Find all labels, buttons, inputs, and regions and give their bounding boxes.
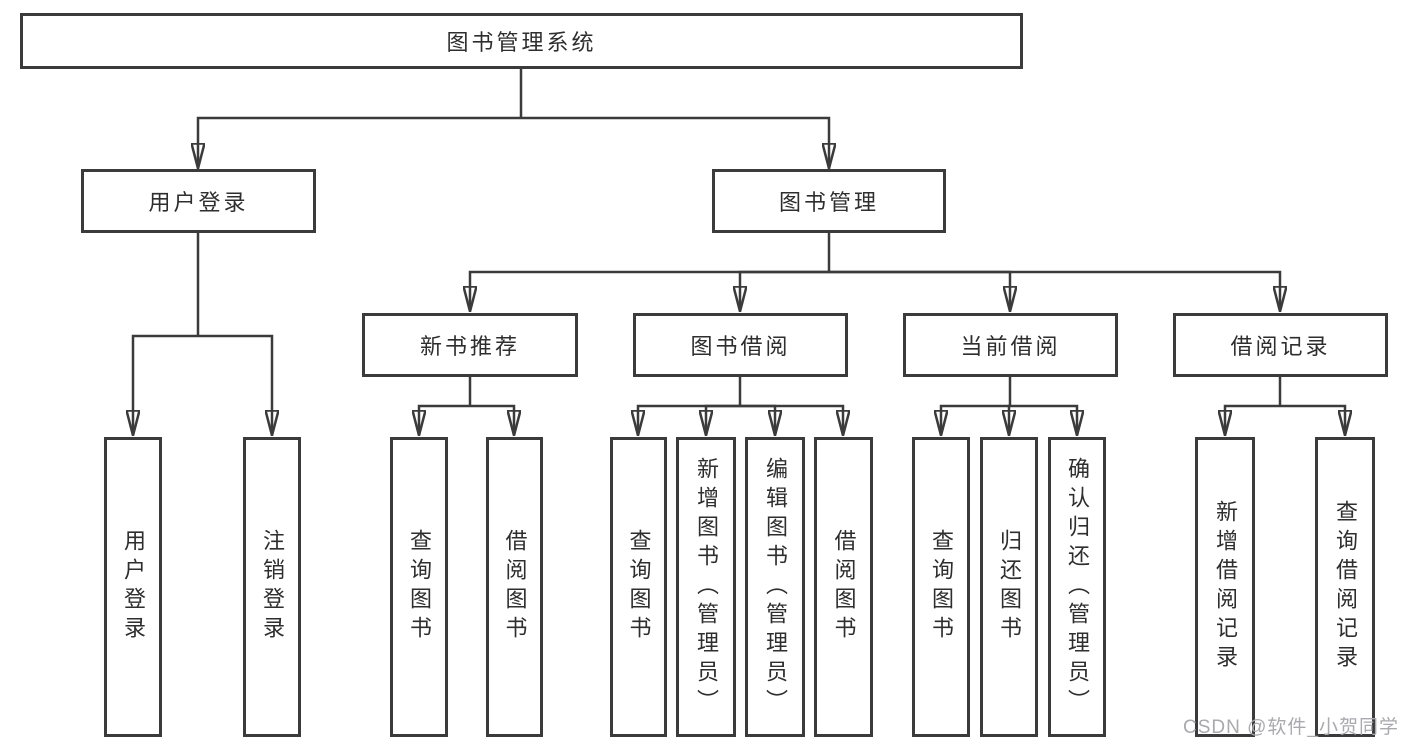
- leaf-query-book-recommend: 查询图书: [390, 437, 448, 737]
- leaf-add-borrow-record-label: 新增借阅记录: [1213, 500, 1238, 674]
- leaf-add-book-admin: 新增图书（管理员）: [676, 437, 736, 737]
- node-library-system-label: 图书管理系统: [446, 30, 597, 55]
- connector-borrow-leaf3: [740, 404, 775, 434]
- connector-root-to-user-login: [198, 116, 521, 167]
- leaf-borrow-book-borrow-label: 借阅图书: [831, 529, 857, 645]
- leaf-add-book-admin-label: 新增图书（管理员）: [694, 456, 719, 718]
- leaf-query-book-recommend-label: 查询图书: [407, 529, 432, 645]
- node-current-borrow-label: 当前借阅: [960, 334, 1061, 359]
- node-borrow-record-label: 借阅记录: [1230, 334, 1331, 359]
- node-book-management-label: 图书管理: [778, 190, 879, 215]
- node-user-login: 用户登录: [81, 169, 316, 233]
- node-book-borrow-label: 图书借阅: [690, 334, 791, 359]
- node-book-management: 图书管理: [712, 169, 946, 233]
- leaf-add-borrow-record: 新增借阅记录: [1195, 437, 1255, 737]
- leaf-logout: 注销登录: [243, 437, 301, 737]
- leaf-query-book-borrow-label: 查询图书: [626, 529, 652, 645]
- connector-borrow-leaf2: [706, 404, 740, 434]
- leaf-logout-label: 注销登录: [260, 529, 285, 645]
- connector-current-leaf3: [1010, 404, 1077, 434]
- leaf-return-book-label: 归还图书: [997, 529, 1022, 645]
- connector-recommend-leaf2: [470, 404, 514, 434]
- connector-record-leaf2: [1280, 404, 1345, 434]
- leaf-query-book-current: 查询图书: [912, 437, 970, 737]
- node-user-login-label: 用户登录: [148, 190, 249, 215]
- leaf-query-book-borrow: 查询图书: [610, 437, 667, 737]
- leaf-confirm-return-admin-label: 确认归还（管理员）: [1065, 456, 1090, 718]
- connector-recommend-leaf1: [419, 404, 470, 434]
- leaf-confirm-return-admin: 确认归还（管理员）: [1048, 437, 1106, 737]
- connector-to-book-borrow: [740, 270, 829, 310]
- node-new-book-recommend-label: 新书推荐: [419, 334, 520, 359]
- node-new-book-recommend: 新书推荐: [362, 313, 578, 377]
- node-book-borrow: 图书借阅: [633, 313, 848, 377]
- node-current-borrow: 当前借阅: [903, 313, 1118, 377]
- connector-user-login-to-leaf2: [198, 334, 272, 434]
- leaf-return-book: 归还图书: [980, 437, 1038, 737]
- leaf-user-login: 用户登录: [104, 437, 162, 737]
- connector-borrow-leaf4: [740, 404, 843, 434]
- connector-current-leaf2: [1009, 404, 1010, 434]
- leaf-borrow-book-recommend: 借阅图书: [486, 437, 543, 737]
- connector-to-current-borrow: [829, 270, 1010, 310]
- connector-current-leaf1: [941, 404, 1010, 434]
- leaf-query-borrow-record-label: 查询借阅记录: [1333, 500, 1358, 674]
- connector-user-login-to-leaf1: [133, 334, 198, 434]
- leaf-edit-book-admin-label: 编辑图书（管理员）: [763, 456, 788, 718]
- node-library-system: 图书管理系统: [20, 13, 1023, 69]
- node-borrow-record: 借阅记录: [1173, 313, 1388, 377]
- connector-to-new-book-recommend: [470, 270, 829, 310]
- connector-record-leaf1: [1225, 404, 1280, 434]
- leaf-edit-book-admin: 编辑图书（管理员）: [745, 437, 805, 737]
- connector-to-borrow-record: [829, 270, 1280, 310]
- leaf-borrow-book-borrow: 借阅图书: [814, 437, 873, 737]
- connector-root-to-book-management: [521, 116, 829, 167]
- leaf-query-book-current-label: 查询图书: [929, 529, 954, 645]
- connector-borrow-leaf1: [638, 404, 740, 434]
- leaf-user-login-label: 用户登录: [121, 529, 146, 645]
- watermark-text: CSDN @软件_小贺同学: [1183, 717, 1399, 738]
- leaf-query-borrow-record: 查询借阅记录: [1315, 437, 1375, 737]
- leaf-borrow-book-recommend-label: 借阅图书: [502, 529, 528, 645]
